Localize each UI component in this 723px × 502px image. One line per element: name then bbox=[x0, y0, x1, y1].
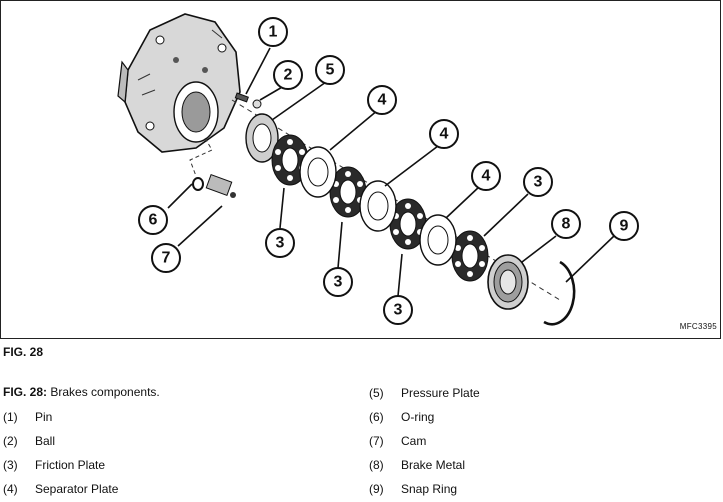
callout-5: 5 bbox=[315, 55, 345, 85]
separator-plates bbox=[299, 146, 457, 266]
callout-1: 1 bbox=[258, 17, 288, 47]
callout-3a-number: 3 bbox=[276, 235, 285, 252]
callout-4c: 4 bbox=[471, 161, 501, 191]
pin-part bbox=[234, 92, 249, 103]
callout-6: 6 bbox=[138, 205, 168, 235]
o-ring-part bbox=[192, 177, 204, 191]
callout-8: 8 bbox=[551, 209, 581, 239]
callout-9-number: 9 bbox=[620, 218, 629, 235]
callout-3d-number: 3 bbox=[534, 174, 543, 191]
callout-5-number: 5 bbox=[326, 62, 335, 79]
callout-3b: 3 bbox=[323, 267, 353, 297]
callout-2-number: 2 bbox=[284, 67, 293, 84]
callout-4a: 4 bbox=[367, 85, 397, 115]
callout-3b-number: 3 bbox=[334, 274, 343, 291]
diagram-frame bbox=[0, 0, 721, 339]
leader-lines bbox=[167, 47, 615, 297]
snap-ring-part bbox=[543, 260, 576, 326]
legend-left: (1)Pin (2)Ball (3)Friction Plate (4)Sepa… bbox=[3, 410, 119, 496]
callout-3c-number: 3 bbox=[394, 302, 403, 319]
callout-4a-number: 4 bbox=[378, 92, 387, 109]
callout-4b: 4 bbox=[429, 119, 459, 149]
pressure-plate-part bbox=[245, 113, 279, 163]
friction-plates bbox=[271, 134, 489, 282]
callout-6-number: 6 bbox=[149, 212, 158, 229]
caption-prefix: FIG. 28: bbox=[3, 385, 48, 399]
figure-caption: FIG. 28: Brakes components. bbox=[3, 385, 160, 399]
callout-4b-number: 4 bbox=[440, 126, 449, 143]
callout-9: 9 bbox=[609, 211, 639, 241]
callout-7-number: 7 bbox=[162, 250, 171, 267]
legend-right: (5)Pressure Plate (6)O-ring (7)Cam (8)Br… bbox=[369, 386, 480, 496]
exploded-view-diagram: 1 2 5 4 4 4 3 8 9 6 7 3 3 3 bbox=[117, 13, 639, 326]
cam-part bbox=[205, 174, 236, 198]
callout-7: 7 bbox=[151, 243, 181, 273]
caption-text: Brakes components. bbox=[50, 385, 160, 399]
brake-metal-part bbox=[487, 254, 529, 310]
callout-3d: 3 bbox=[523, 167, 553, 197]
callout-8-number: 8 bbox=[562, 216, 571, 233]
transmission-housing bbox=[117, 13, 241, 153]
callout-3c: 3 bbox=[383, 295, 413, 325]
callout-3a: 3 bbox=[265, 228, 295, 258]
callout-4c-number: 4 bbox=[482, 168, 491, 185]
figure-label: FIG. 28 bbox=[3, 345, 44, 359]
callout-1-number: 1 bbox=[269, 24, 278, 41]
image-code: MFC3395 bbox=[679, 322, 717, 331]
callout-2: 2 bbox=[273, 60, 303, 90]
ball-part bbox=[252, 99, 262, 109]
